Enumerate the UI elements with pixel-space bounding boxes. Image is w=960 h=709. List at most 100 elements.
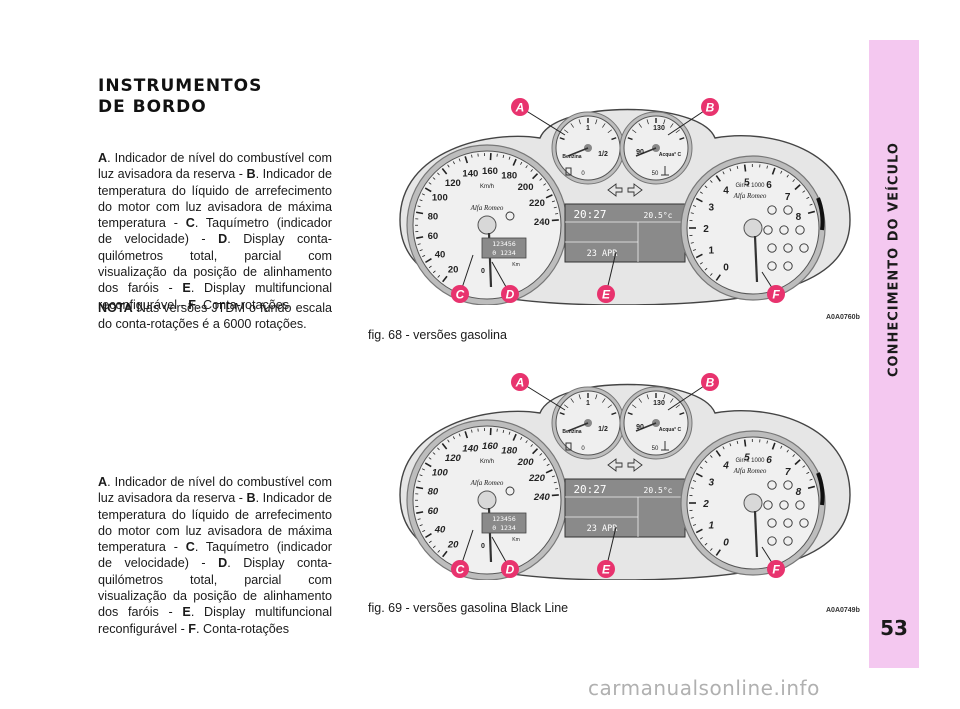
needle-hub <box>743 218 763 238</box>
temp-left-label: 90 <box>636 424 644 431</box>
display-temperature: 20.5°c <box>644 211 673 220</box>
dial-tick <box>419 199 423 202</box>
section-title: CONHECIMENTO DO VEÍCULO <box>886 142 902 378</box>
callout-marker <box>767 285 785 303</box>
callout-letter-f: F <box>772 563 780 577</box>
dial-tick <box>452 161 455 165</box>
dial-tick-label: 200 <box>518 182 534 193</box>
dial-tick <box>415 486 424 490</box>
gauge-tick <box>570 398 574 403</box>
dial-tick <box>551 475 555 478</box>
dial-tick-label: 160 <box>482 441 499 452</box>
warning-lamp-icon <box>783 261 793 271</box>
dial-tick <box>452 436 455 440</box>
dial-tick <box>532 448 539 455</box>
callout-letter: B <box>246 491 256 506</box>
dial-tick <box>715 274 721 281</box>
dial-tick-label: 200 <box>517 457 535 468</box>
dial-tick <box>432 270 436 274</box>
callout-marker <box>511 373 529 391</box>
dial-tick <box>422 254 426 258</box>
turn-left-icon <box>607 458 623 472</box>
dial-tick <box>437 172 440 176</box>
dial-tick <box>539 178 543 181</box>
dial-tick <box>792 179 795 182</box>
gauge-tick <box>570 123 574 128</box>
gauge-tick <box>607 404 613 409</box>
gauge-tick <box>563 404 569 409</box>
gauge-tick <box>595 119 598 125</box>
dial-tick <box>692 480 697 482</box>
dial-tick <box>447 164 450 168</box>
heading-line-2: DE BORDO <box>98 97 207 117</box>
dial-tick <box>525 165 528 169</box>
dial-tick <box>428 265 432 269</box>
dial-tick <box>545 194 553 199</box>
callout-letter-d: D <box>506 288 515 302</box>
paragraph-text: . Display multifuncional reconfigurável … <box>98 281 333 312</box>
paragraph-text: . Indicador de nível do combustível com … <box>98 475 332 506</box>
fuel-top-label: 1 <box>586 400 590 407</box>
dial-tick <box>699 537 703 540</box>
callout-letter-c: C <box>456 563 465 577</box>
callout-letter-a: A <box>515 101 525 115</box>
dial-tick <box>508 431 511 435</box>
temp-top-label: 130 <box>653 400 665 407</box>
gauge-tick <box>559 412 565 416</box>
dial-tick <box>425 258 432 264</box>
fuel-bottom-label: 0 <box>581 446 585 452</box>
dial-tick <box>695 528 703 534</box>
dial-tick <box>437 447 440 451</box>
dial-tick <box>432 452 436 455</box>
dial-tick-label: 80 <box>428 486 439 497</box>
dial-tick <box>807 210 816 215</box>
dial-tick <box>417 205 421 208</box>
dial-tick <box>743 164 747 172</box>
dial-tick-label: 20 <box>448 264 459 275</box>
warning-lamp-icon <box>767 518 777 528</box>
gauge-tick <box>675 404 681 409</box>
dial-tick <box>690 212 694 214</box>
dial-tick <box>471 154 473 158</box>
dial-tick-label: 20 <box>447 539 459 550</box>
dial-tick <box>508 156 511 160</box>
dial-tick-label: 60 <box>428 506 439 517</box>
dial-tick-label: 100 <box>432 468 449 479</box>
figure-caption-69: fig. 69 - versões gasolina Black Line <box>368 601 569 615</box>
odometer-total: 123456 <box>492 515 516 523</box>
callout-letter: D <box>218 232 228 247</box>
dial-tick <box>729 168 732 172</box>
callout-letter: C <box>185 216 195 231</box>
dial-tick <box>546 188 550 191</box>
gauge-needle <box>635 422 657 432</box>
dial-tick <box>464 156 469 164</box>
dial-tick <box>722 446 725 450</box>
figure-code-68: A0A0760b <box>826 314 860 321</box>
speedo-unit-label: Km/h <box>480 184 494 190</box>
callout-letter-c: C <box>456 288 465 302</box>
dial-tick-label: 240 <box>534 217 550 228</box>
dial-tick <box>441 168 448 175</box>
callout-letter: D <box>218 556 228 571</box>
dial-tick-label: 100 <box>432 193 448 204</box>
section-sidebar: CONHECIMENTO DO VEÍCULO 53 <box>869 40 919 668</box>
turn-left-icon <box>607 183 623 197</box>
dial-tick-label: 40 <box>434 525 446 536</box>
dial-tick <box>530 169 533 172</box>
dial-tick-label: 1 <box>709 521 715 532</box>
coolant-icon <box>661 441 669 451</box>
dial-tick-label: 240 <box>533 492 551 503</box>
callout-letter: B <box>246 167 256 182</box>
warning-lamp-icon <box>767 536 777 546</box>
temp-left-label: 90 <box>636 149 644 156</box>
callout-marker <box>451 285 469 303</box>
dial-tick-label: 2 <box>702 499 709 510</box>
dial-tick <box>437 275 441 278</box>
dial-tick <box>692 249 697 251</box>
callout-marker <box>597 285 615 303</box>
dial-tick <box>428 540 432 544</box>
watermark: carmanualsonline.info <box>588 676 820 700</box>
tacho-brand-label: Alfa Romeo <box>733 192 767 200</box>
display-temperature: 20.5°c <box>644 486 673 495</box>
